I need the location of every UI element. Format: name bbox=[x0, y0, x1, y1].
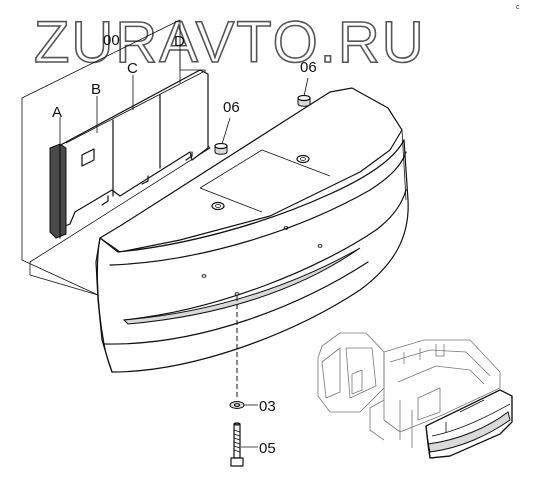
counterweight bbox=[95, 87, 409, 373]
cover-panel bbox=[54, 69, 209, 229]
label-b: B bbox=[91, 81, 101, 98]
washer-03 bbox=[229, 401, 258, 409]
panel-slot bbox=[81, 148, 95, 167]
cap-06-left bbox=[214, 117, 231, 155]
bolt-05 bbox=[230, 422, 258, 467]
plate-edge-a bbox=[49, 143, 67, 239]
label-03: 03 bbox=[259, 398, 276, 415]
watermark-text: ZURAVTO.RU bbox=[34, 10, 426, 75]
excavator-inset bbox=[317, 332, 513, 459]
label-00: 00 bbox=[103, 32, 120, 49]
corner-mark: c bbox=[516, 4, 520, 11]
label-06-left: 06 bbox=[223, 99, 240, 116]
upper-leaders bbox=[59, 50, 181, 146]
counterweight-top bbox=[99, 87, 403, 253]
label-c: C bbox=[127, 60, 138, 77]
label-06-top: 06 bbox=[300, 59, 317, 76]
label-05: 05 bbox=[259, 440, 276, 457]
label-a: A bbox=[52, 104, 62, 121]
label-d: D bbox=[174, 33, 185, 50]
cap-06-top bbox=[297, 77, 311, 107]
